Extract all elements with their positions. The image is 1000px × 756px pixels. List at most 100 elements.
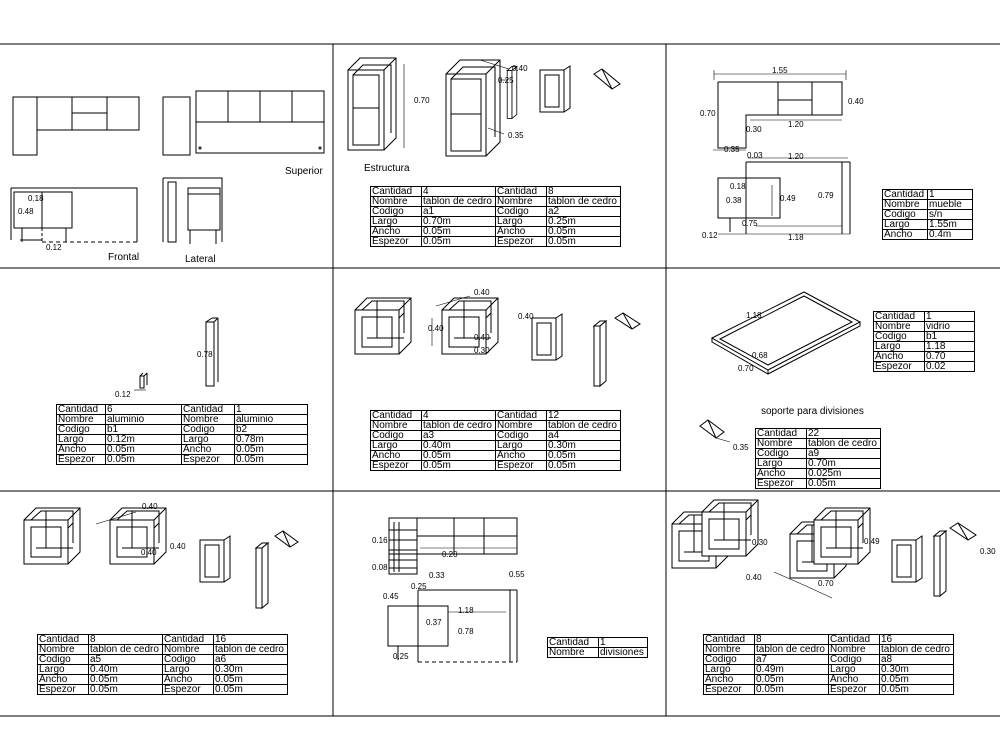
dim-label: 0.40 <box>141 548 157 557</box>
dim-label: 0.78 <box>197 350 213 359</box>
table-cell: Largo <box>882 219 928 230</box>
table-cell: 0.05m <box>546 226 621 237</box>
table-cell: Espezor <box>755 478 807 489</box>
dim-label: 0.12 <box>115 390 131 399</box>
table-cell: Nombre <box>828 644 880 655</box>
table-cell: Codigo <box>755 448 807 459</box>
dim-label: 0.35 <box>724 145 740 154</box>
dim-label: 0.70 <box>818 579 834 588</box>
table-cell: Cantidad <box>828 634 880 645</box>
table-cell: vidrio <box>924 321 975 332</box>
dim-label: 0.40 <box>474 333 490 342</box>
cell-aluminium <box>134 317 219 391</box>
table-cell: Largo <box>56 434 106 445</box>
table-cell: Nombre <box>162 644 214 655</box>
table-cell: tablon de cedro <box>421 196 496 207</box>
table-cell: 0.05m <box>421 450 496 461</box>
dim-label: 0.30 <box>980 547 996 556</box>
table-cell: Cantidad <box>882 189 928 200</box>
table-cell: Cantidad <box>181 404 235 415</box>
table-cell: 0.40m <box>88 664 163 675</box>
table-cell: a7 <box>754 654 829 665</box>
table-cell: Nombre <box>755 438 807 449</box>
table-cell: a9 <box>806 448 881 459</box>
table-cell: Espezor <box>370 236 422 247</box>
table-cell: 12 <box>546 410 621 421</box>
table-cell: Nombre <box>370 420 422 431</box>
label-frontal: Frontal <box>108 252 139 263</box>
table-cell: Codigo <box>703 654 755 665</box>
table-cell: 0.05m <box>88 674 163 685</box>
dim-label: 1.18 <box>458 606 474 615</box>
table-cell: 0.4m <box>927 229 973 240</box>
table-cell: Cantidad <box>873 311 925 322</box>
table-cell: 0.05m <box>234 454 308 465</box>
table-cell: Cantidad <box>56 404 106 415</box>
table-cell: Nombre <box>495 420 547 431</box>
table-cell: Nombre <box>873 321 925 332</box>
table-cell: Cantidad <box>370 186 422 197</box>
table-cell: Ancho <box>755 468 807 479</box>
dim-label: 0.08 <box>372 563 388 572</box>
dim-label: 0.25 <box>411 582 427 591</box>
table-cell: 1.55m <box>927 219 973 230</box>
table-cell: aluminio <box>234 414 308 425</box>
table-cell: aluminio <box>105 414 182 425</box>
dim-label: 0.40 <box>848 97 864 106</box>
table-cell: 0.05m <box>754 684 829 695</box>
table-cell: Nombre <box>56 414 106 425</box>
table-cell: Codigo <box>370 430 422 441</box>
table-cell: a4 <box>546 430 621 441</box>
table-cell: Nombre <box>37 644 89 655</box>
dim-label: 0.12 <box>702 231 718 240</box>
table-cell: Ancho <box>56 444 106 455</box>
caption-estructura: Estructura <box>364 163 410 174</box>
table-cell: 0.02 <box>924 361 975 372</box>
table-cell: tablon de cedro <box>806 438 881 449</box>
dim-label: 0.38 <box>726 196 742 205</box>
cell-double-cubes <box>671 499 977 599</box>
table-cell: 0.30m <box>546 440 621 451</box>
panel-3d <box>539 65 571 113</box>
table-cell: 0.05m <box>546 236 621 247</box>
table-cell: mueble <box>927 199 973 210</box>
table-cell: 0.49m <box>754 664 829 675</box>
table-cell: 0.05m <box>213 674 288 685</box>
table-cell: 0.05m <box>754 674 829 685</box>
table-cell: 1 <box>234 404 308 415</box>
table-cell: 0.05m <box>88 684 163 695</box>
dim-label: 0.12 <box>46 243 62 252</box>
dim-label: 0.30 <box>752 538 768 547</box>
table-cell: Ancho <box>495 450 547 461</box>
cell-glass <box>699 291 862 443</box>
table-cell: 8 <box>88 634 163 645</box>
table-cell: 8 <box>754 634 829 645</box>
table-cell: tablon de cedro <box>213 644 288 655</box>
dim-label: 0.03 <box>747 151 763 160</box>
dim-label: 0.18 <box>28 194 44 203</box>
table-cell: tablon de cedro <box>879 644 954 655</box>
dim-label: 0.18 <box>730 182 746 191</box>
dim-label: 0.40 <box>518 312 534 321</box>
table-cell: Cantidad <box>495 410 547 421</box>
front-view <box>10 187 138 243</box>
table-cell: b1 <box>924 331 975 342</box>
table-cell: Ancho <box>181 444 235 455</box>
